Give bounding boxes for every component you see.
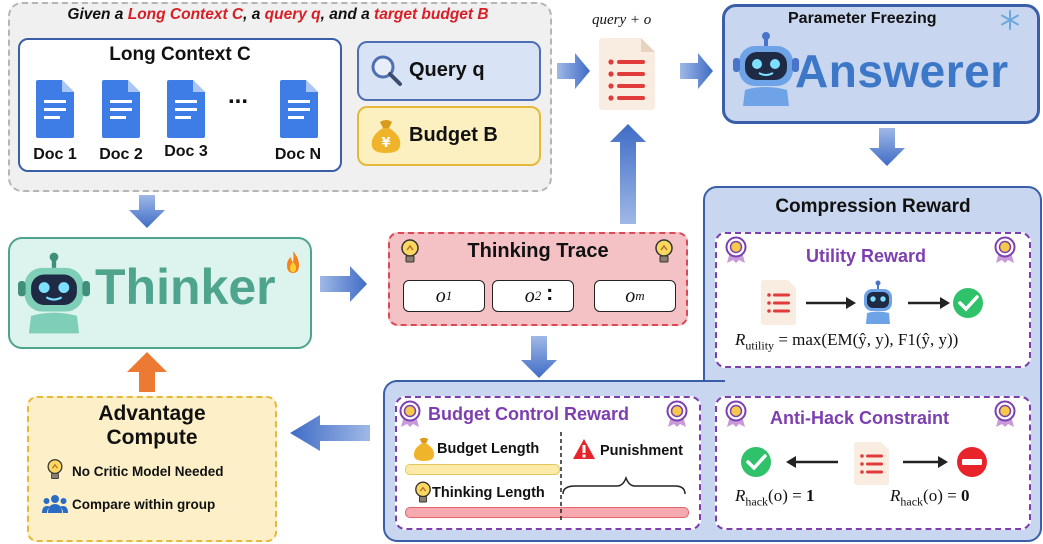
anti-hack-title: Anti-Hack Constraint: [770, 408, 950, 428]
lightbulb-icon: [655, 239, 673, 263]
arrow-advantage-to-thinker: [127, 352, 167, 392]
advantage-item: No Critic Model Needed: [72, 464, 224, 479]
doc-label: Doc 1: [33, 146, 77, 163]
robot-icon: [864, 280, 892, 324]
utility-flow: [761, 280, 983, 325]
doc-label: Doc N: [274, 146, 322, 163]
money-bag-icon: ¥: [371, 120, 401, 153]
document-icon: [36, 80, 74, 138]
doc-label: Doc 3: [164, 143, 208, 160]
list-document-icon: [599, 38, 655, 110]
advantage-item: Compare within group: [72, 497, 216, 512]
magnifier-icon: [371, 55, 402, 86]
utility-reward-title: Utility Reward: [806, 246, 927, 266]
panel-joint: [700, 382, 712, 535]
check-icon: [953, 288, 983, 318]
document-icon: [102, 80, 140, 138]
ellipsis: ...: [228, 82, 249, 109]
no-entry-icon: [957, 447, 987, 477]
arrow-thinker-to-trace: [320, 266, 367, 302]
award-badge-icon: [666, 400, 688, 427]
hack-formula-pass: Rhack(o) = 1: [735, 486, 815, 509]
budget-length-bar: [405, 464, 560, 475]
award-badge-icon: [725, 400, 747, 427]
arrow-trace-up: [610, 124, 646, 224]
thinking-length-bar: [405, 507, 689, 518]
list-document-icon: [761, 280, 796, 325]
snowflake-icon: [1001, 10, 1019, 30]
anti-hack-flow: [741, 442, 987, 485]
award-badge-icon: [725, 236, 747, 263]
thinking-length-label: Thinking Length: [432, 485, 545, 501]
document-icon: [167, 80, 205, 138]
trace-separator: :: [546, 280, 554, 305]
query-box: Query q: [357, 41, 541, 101]
long-context-title: Long Context C: [109, 44, 251, 65]
lightbulb-icon: [415, 481, 431, 503]
robot-icon: [733, 32, 799, 106]
warning-icon: [573, 439, 595, 459]
budget-label: Budget B: [409, 124, 498, 146]
budget-length-label: Budget Length: [437, 441, 540, 457]
utility-formula: Rutility = max(EM(ŷ, y), F1(ŷ, y)): [735, 330, 959, 353]
fire-icon: [287, 251, 299, 273]
thinker-title: Thinker: [95, 259, 276, 315]
list-document-icon: [854, 442, 889, 485]
compression-reward-title: Compression Reward: [775, 196, 971, 217]
excess-brace: [560, 432, 686, 520]
thinking-trace-title: Thinking Trace: [467, 240, 609, 262]
arrow-query-to-answerer: [680, 53, 713, 89]
parameter-freezing-label: Parameter Freezing: [788, 10, 937, 27]
hack-formula-fail: Rhack(o) = 0: [890, 486, 970, 509]
budget-control-title: Budget Control Reward: [428, 404, 629, 424]
award-badge-icon: [399, 400, 421, 427]
query-plus-output-label: query + o: [592, 12, 652, 28]
lightbulb-icon: [401, 239, 419, 263]
arrow-answerer-down: [869, 128, 905, 166]
award-badge-icon: [994, 236, 1016, 263]
robot-icon: [18, 252, 90, 334]
money-bag-icon: [413, 437, 435, 461]
document-icon: [280, 80, 318, 138]
award-badge-icon: [994, 400, 1016, 427]
answerer-title: Answerer: [795, 45, 1009, 97]
arrow-budget-to-advantage: [290, 415, 370, 451]
svg-text:¥: ¥: [381, 136, 390, 151]
budget-box: ¥ Budget B: [357, 106, 541, 166]
arrow-context-to-thinker: [129, 195, 165, 228]
check-icon: [741, 447, 771, 477]
arrow-trace-down: [521, 336, 557, 378]
arrow-context-to-query: [557, 53, 590, 89]
group-icon: [42, 495, 68, 513]
input-description: Given a Long Context C, a query q, and a…: [67, 6, 489, 23]
punishment-label: Punishment: [600, 443, 683, 459]
query-label: Query q: [409, 59, 485, 81]
lightbulb-icon: [47, 459, 63, 479]
doc-label: Doc 2: [99, 146, 143, 163]
advantage-compute-box: [27, 396, 277, 542]
